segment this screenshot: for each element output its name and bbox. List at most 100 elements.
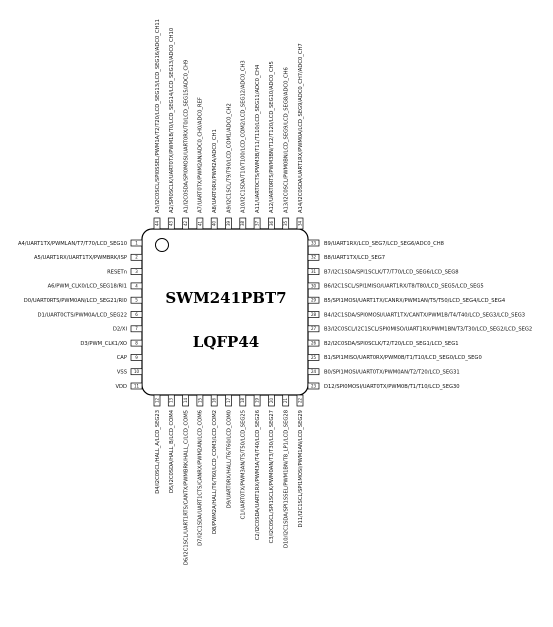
pin-number: 23	[311, 383, 317, 388]
pin-pad	[307, 282, 320, 290]
pin-pad	[307, 268, 320, 275]
pin-label: A6/PWM_CLK0/LCD_SEG18/RI1	[48, 284, 127, 290]
pin-pad	[130, 239, 143, 247]
pin-number: 3	[135, 269, 138, 274]
pin-pad	[130, 382, 143, 390]
pin-pad	[153, 217, 161, 230]
pin-pad	[307, 339, 320, 347]
pin-label: D6/I2C1SCL/UART1RTS/CANTX/PWMBRK/HALL_C/…	[183, 410, 189, 565]
pin-label: A11/UART0CTS/PWM3B/T11/T110/LCD_SEG11/AD…	[255, 64, 261, 213]
pin-label: C3/I2C0SCL/SPI1SCLK/PWM0AN/T3/T30/LCD_SE…	[269, 410, 275, 543]
pin-number: 1	[135, 240, 138, 245]
pin-pad	[130, 339, 143, 347]
pin-pad	[167, 217, 175, 230]
pin-pad	[282, 394, 290, 407]
pin-number: 24	[311, 369, 317, 374]
pin-number: 27	[311, 326, 317, 331]
pin-number: 17	[226, 398, 231, 404]
pin-number: 37	[255, 221, 260, 227]
pin-pad	[130, 253, 143, 261]
pin-number: 21	[283, 398, 288, 404]
pin-label: D7/I2C1SDA/UART1CTS/CANRX/PWM2AN/LCD_COM…	[198, 410, 204, 546]
pin-pad	[307, 325, 320, 333]
pin-pad	[253, 394, 261, 407]
pin-pad	[182, 394, 189, 407]
pin-pad	[268, 394, 275, 407]
pin-number: 41	[197, 221, 202, 227]
pin-pad	[182, 217, 189, 230]
pin-number: 35	[283, 221, 288, 227]
pin-label: D1/UART0CTS/PWM0A/LCD_SEG22	[37, 312, 127, 318]
pin-pad	[130, 311, 143, 318]
pin-number: 5	[135, 298, 138, 303]
pin-number: 11	[134, 383, 140, 388]
pin-pad	[307, 239, 320, 247]
pin-pad	[153, 394, 161, 407]
pin-pad	[130, 268, 143, 275]
pin-number: 38	[240, 221, 245, 227]
pin-number: 10	[134, 369, 140, 374]
pin-number: 8	[135, 341, 138, 346]
pin-number: 32	[311, 255, 317, 260]
pin-label: RESETn	[107, 269, 127, 275]
pin-number: 36	[269, 221, 274, 227]
pin-pad	[130, 368, 143, 376]
pin-pad	[307, 253, 320, 261]
pin-number: 40	[212, 221, 217, 227]
pin-label: C1/UART0TX/PWM3AN/T5/T50/LCD_SEG25	[241, 410, 247, 519]
pin-label: B6/I2C1SCL/SPI1MISO/UART1RX/T8/T80/LCD_S…	[324, 284, 484, 290]
pin-label: VDD	[115, 384, 127, 390]
pin-pad	[296, 217, 304, 230]
pin-label: D2/XI	[113, 327, 128, 333]
pin1-marker-circle	[155, 238, 169, 252]
pin-number: 7	[135, 326, 138, 331]
pin-label: A10/I2C1SDA/T10/T100/LCD_COM2/LCD_SEG12/…	[241, 60, 247, 213]
pin-pad	[307, 382, 320, 390]
pin-number: 6	[135, 312, 138, 317]
pin-label: VSS	[117, 370, 127, 376]
pin-label: B5/SPI1MOSI/UART1TX/CANRX/PWM1AN/T5/T50/…	[324, 298, 506, 304]
pin-pad	[210, 217, 218, 230]
pin-number: 44	[154, 221, 159, 227]
pin-pad	[130, 325, 143, 333]
chip-body	[141, 228, 309, 396]
pin-number: 26	[311, 341, 317, 346]
pin-number: 13	[169, 398, 174, 404]
pin-pad	[196, 217, 204, 230]
pin-label: A12/UART0RTS/PWM3BN/T12/T120/LCD_SEG10/A…	[269, 61, 275, 213]
pin-label: B8/UART1TX/LCD_SEG7	[324, 255, 385, 261]
pin-label: A14/I2C0SDA/UART1RX/PWM0A/LCD_SEG9/ADC0_…	[298, 43, 304, 213]
pin-label: D0/UART0RTS/PWM0AN/LCD_SEG21/RI0	[24, 298, 127, 304]
pin-label: D9/UART0RX/HALL/T6/T60/LCD_COM0	[226, 410, 232, 508]
pin-number: 15	[197, 398, 202, 404]
pin-number: 34	[297, 221, 302, 227]
pin-label: A8/UART0RX/PWM2A/ADC0_CH1	[212, 129, 218, 213]
pin-label: D12/SPI0MOSI/UART0TX/PWM0B/T1/T10/LCD_SE…	[324, 384, 460, 390]
pin-pad	[239, 394, 247, 407]
pin-number: 30	[311, 283, 317, 288]
pin-pad	[239, 217, 247, 230]
pin-number: 25	[311, 355, 317, 360]
pins-layer: 1A4/UART1TX/PWMLAN/T7/T70/LCD_SEG102A5/U…	[18, 19, 532, 565]
pin-pad	[253, 217, 261, 230]
pin-pad	[282, 217, 290, 230]
pin-pad	[268, 217, 275, 230]
pin-pad	[225, 217, 232, 230]
pin-pad	[307, 311, 320, 318]
pin-number: 22	[297, 398, 302, 404]
pin-pad	[210, 394, 218, 407]
pin-label: D3/PWM_CLK1/XO	[80, 341, 127, 347]
pin-number: 42	[183, 221, 188, 227]
pin-pad	[225, 394, 232, 407]
pin-label: B3/I2C0SCL/I2C1SCL/SPI0MISO/UART1RX/PWM1…	[324, 327, 532, 333]
pin-number: 4	[135, 283, 138, 288]
pin-number: 16	[212, 398, 217, 404]
pin-number: 2	[135, 255, 138, 260]
pin-pad	[307, 368, 320, 376]
pin-pad	[196, 394, 204, 407]
pin-label: D11/I2C1SCL/SPI1MOSI/PWM1AN/LCD_SEG29	[298, 410, 304, 528]
pin-number: 18	[240, 398, 245, 404]
pin-pad	[130, 296, 143, 304]
pin-label: A5/UART1RX/UART1TX/PWMBRK/ISP	[34, 255, 127, 261]
